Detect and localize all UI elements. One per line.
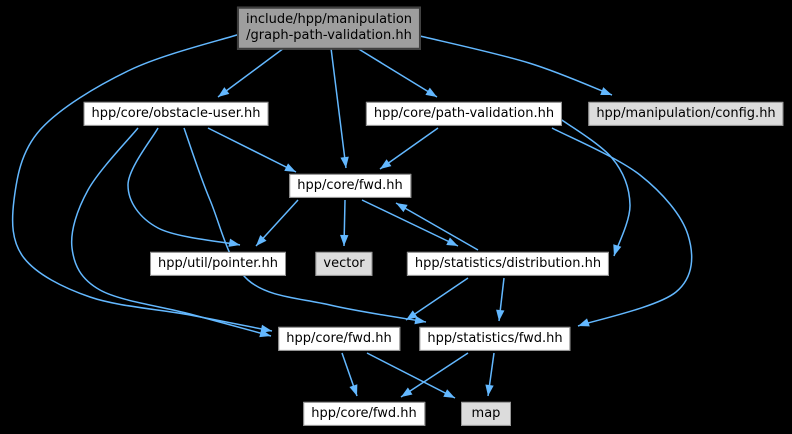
graph-node-statistics-fwd[interactable]: hpp/statistics/fwd.hh bbox=[419, 326, 571, 352]
graph-node-statistics-distribution[interactable]: hpp/statistics/distribution.hh bbox=[406, 251, 610, 277]
edge-obstacle-user-core-fwd-2 bbox=[70, 127, 272, 337]
edge-path-validation-statistics-distribution bbox=[555, 115, 631, 257]
edge-obstacle-user-statistics-fwd bbox=[183, 127, 427, 323]
arrowhead-core-fwd-1-util-pointer bbox=[256, 235, 267, 246]
edge-graph-path-validation-path-validation bbox=[356, 47, 438, 98]
edge-core-fwd-2-map bbox=[366, 352, 456, 399]
arrowhead-core-fwd-2-map bbox=[443, 389, 455, 398]
edge-graph-path-validation-core-fwd-2 bbox=[11, 33, 273, 332]
edge-core-fwd-1-statistics-distribution bbox=[361, 199, 459, 247]
arrowhead-path-validation-core-fwd-1 bbox=[380, 159, 392, 169]
arrowhead-obstacle-user-statistics-fwd bbox=[414, 315, 426, 325]
edge-graph-path-validation-core-fwd-1 bbox=[330, 47, 347, 169]
graph-node-core-fwd-1[interactable]: hpp/core/fwd.hh bbox=[289, 173, 411, 199]
arrowhead-graph-path-validation-core-fwd-1 bbox=[340, 156, 349, 168]
arrowhead-obstacle-user-core-fwd-2 bbox=[259, 329, 271, 338]
edge-statistics-fwd-core-fwd-3 bbox=[400, 352, 469, 398]
arrowhead-statistics-distribution-core-fwd-1 bbox=[396, 203, 408, 213]
edge-graph-path-validation-manipulation-config bbox=[419, 35, 613, 96]
graph-node-core-fwd-2[interactable]: hpp/core/fwd.hh bbox=[278, 326, 400, 352]
edge-path-validation-core-fwd-1 bbox=[379, 127, 439, 170]
arrowhead-core-fwd-1-statistics-distribution bbox=[446, 237, 458, 246]
arrowhead-statistics-fwd-core-fwd-3 bbox=[401, 387, 413, 397]
edge-obstacle-user-util-pointer bbox=[127, 127, 241, 246]
arrowhead-path-validation-statistics-distribution bbox=[613, 244, 622, 256]
arrowhead-graph-path-validation-obstacle-user bbox=[218, 87, 230, 97]
arrowhead-graph-path-validation-manipulation-config bbox=[600, 87, 612, 95]
arrowhead-path-validation-statistics-fwd bbox=[578, 318, 590, 327]
edge-path-validation-statistics-fwd bbox=[551, 127, 693, 327]
graph-node-path-validation[interactable]: hpp/core/path-validation.hh bbox=[365, 101, 563, 127]
graph-node-graph-path-validation: include/hpp/manipulation /graph-path-val… bbox=[236, 6, 422, 50]
graph-node-map: map bbox=[461, 401, 511, 427]
graph-node-vector: vector bbox=[315, 251, 373, 277]
edge-graph-path-validation-obstacle-user bbox=[217, 47, 285, 98]
graph-node-manipulation-config: hpp/manipulation/config.hh bbox=[588, 101, 784, 127]
arrowhead-graph-path-validation-path-validation bbox=[425, 87, 437, 97]
graph-node-core-fwd-3[interactable]: hpp/core/fwd.hh bbox=[303, 401, 425, 427]
arrowhead-obstacle-user-core-fwd-1 bbox=[284, 163, 296, 172]
arrowhead-core-fwd-2-core-fwd-3 bbox=[349, 384, 358, 396]
graph-node-util-pointer[interactable]: hpp/util/pointer.hh bbox=[150, 251, 286, 277]
edge-obstacle-user-core-fwd-1 bbox=[207, 127, 297, 173]
edge-statistics-distribution-core-fwd-2 bbox=[405, 277, 469, 321]
arrowhead-core-fwd-1-vector bbox=[340, 234, 349, 246]
arrowhead-statistics-distribution-statistics-fwd bbox=[496, 309, 505, 321]
edge-statistics-distribution-core-fwd-1 bbox=[395, 202, 479, 251]
graph-node-obstacle-user[interactable]: hpp/core/obstacle-user.hh bbox=[83, 101, 269, 127]
arrowhead-statistics-fwd-map bbox=[485, 384, 494, 396]
arrowhead-statistics-distribution-core-fwd-2 bbox=[406, 310, 418, 320]
arrowhead-obstacle-user-util-pointer bbox=[228, 238, 240, 247]
